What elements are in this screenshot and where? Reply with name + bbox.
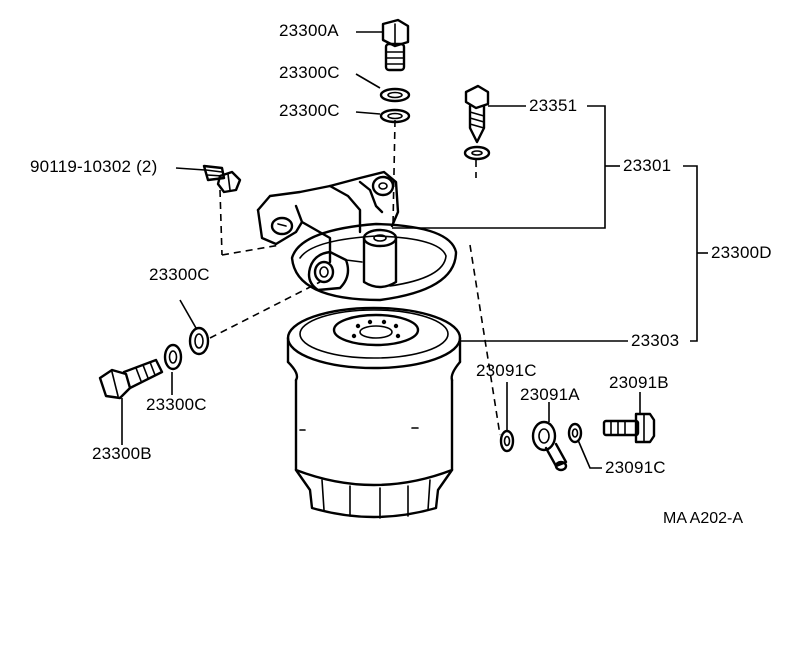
axis-top-bolt [392, 119, 396, 226]
axis-side-port [209, 281, 321, 339]
label-23091B: 23091B [609, 373, 669, 392]
leader-90119 [175, 167, 206, 171]
label-23301: 23301 [623, 156, 672, 175]
bolt-90119 [202, 164, 242, 194]
axis-90119-b [221, 244, 281, 256]
leader-23351-bracket [392, 105, 606, 229]
bolt-23300A [381, 18, 410, 72]
axis-drain [469, 244, 501, 436]
label-23351: 23351 [529, 96, 578, 115]
gasket-23300C-low [163, 343, 183, 371]
leader-lines [121, 31, 708, 469]
label-23300C-low: 23300C [146, 395, 207, 414]
gasket-23300C-left [188, 326, 210, 356]
bolt-23091B [602, 412, 656, 444]
screw-23351 [463, 84, 491, 161]
label-23300A: 23300A [279, 21, 339, 40]
reference-code: MA A202-A [663, 510, 744, 527]
leader-23091C-b [577, 439, 602, 469]
filter-element-23303 [286, 306, 462, 519]
label-23303: 23303 [631, 331, 680, 350]
label-23300C-top1: 23300C [279, 63, 340, 82]
label-23091A: 23091A [520, 385, 580, 404]
leader-23300C-top1 [355, 73, 381, 89]
gasket-23300C-top2 [379, 108, 411, 124]
label-23300B: 23300B [92, 444, 152, 463]
leader-23300C-top2 [355, 111, 381, 115]
label-23091C-b: 23091C [605, 458, 666, 477]
bolt-23300B [98, 358, 164, 400]
washer-23091C-b [567, 422, 583, 444]
leader-23300C-left [179, 299, 197, 329]
alignment-lines [209, 119, 501, 436]
filter-head-23301 [256, 170, 458, 302]
washer-23091C-a [499, 429, 515, 453]
label-23300D: 23300D [711, 243, 772, 262]
label-90119: 90119-10302 (2) [30, 157, 158, 176]
label-23300C-left: 23300C [149, 265, 210, 284]
gasket-23300C-top1 [379, 87, 411, 103]
axis-90119 [219, 189, 223, 256]
leader-23300D-bracket [683, 165, 698, 342]
label-23091C-a: 23091C [476, 361, 537, 380]
label-23300C-top2: 23300C [279, 101, 340, 120]
union-23091A [531, 420, 568, 472]
